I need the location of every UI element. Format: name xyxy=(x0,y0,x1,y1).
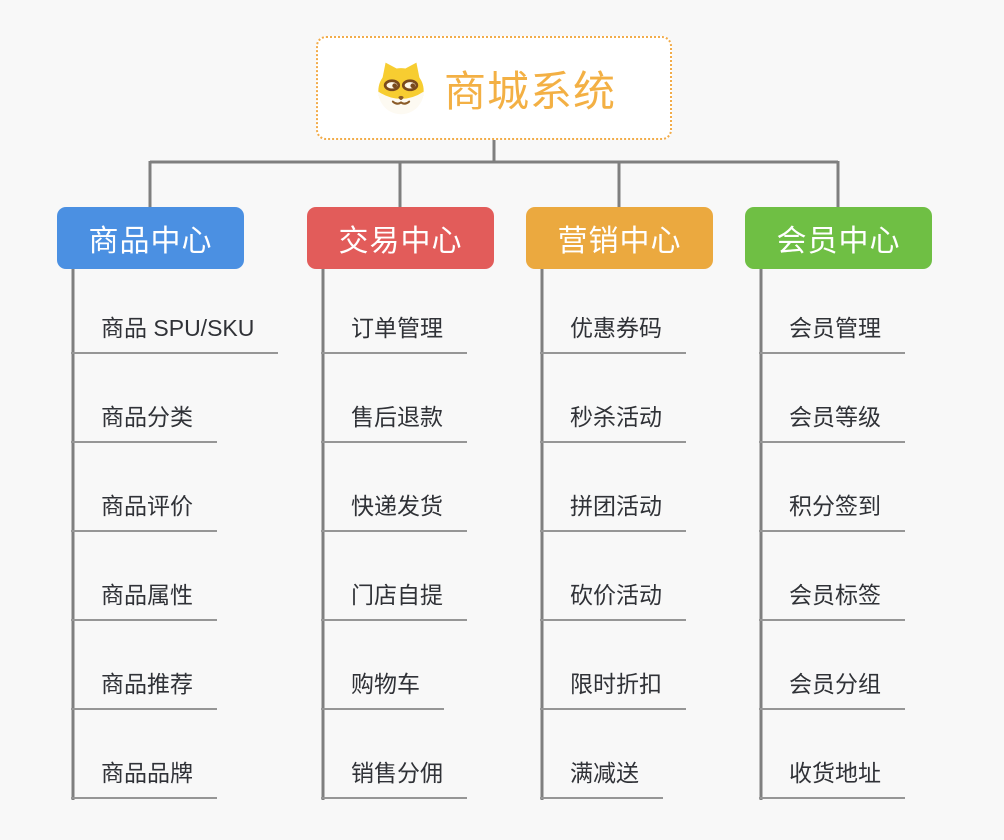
doge-icon xyxy=(372,59,430,117)
leaf-node[interactable]: 积分签到 xyxy=(759,491,905,532)
leaf-node[interactable]: 会员管理 xyxy=(759,313,905,354)
root-node[interactable]: 商城系统 xyxy=(316,36,672,140)
branch-label: 营销中心 xyxy=(557,225,682,258)
leaf-node[interactable]: 秒杀活动 xyxy=(540,402,686,443)
leaf-node[interactable]: 快递发货 xyxy=(321,491,467,532)
leaf-node[interactable]: 限时折扣 xyxy=(540,669,686,710)
branch-node-member-center[interactable]: 会员中心 xyxy=(745,207,932,269)
leaf-node[interactable]: 商品属性 xyxy=(71,580,217,621)
leaf-node[interactable]: 售后退款 xyxy=(321,402,467,443)
branch-label: 商品中心 xyxy=(88,225,213,258)
leaf-node[interactable]: 会员等级 xyxy=(759,402,905,443)
leaf-node[interactable]: 商品推荐 xyxy=(71,669,217,710)
leaf-node[interactable]: 优惠券码 xyxy=(540,313,686,354)
leaf-node[interactable]: 会员分组 xyxy=(759,669,905,710)
branch-label: 会员中心 xyxy=(776,225,901,258)
leaf-node[interactable]: 拼团活动 xyxy=(540,491,686,532)
leaf-node[interactable]: 订单管理 xyxy=(321,313,467,354)
branch-node-product-center[interactable]: 商品中心 xyxy=(57,207,244,269)
leaf-node[interactable]: 门店自提 xyxy=(321,580,467,621)
branch-node-marketing-center[interactable]: 营销中心 xyxy=(526,207,713,269)
leaf-node[interactable]: 收货地址 xyxy=(759,758,905,799)
root-title: 商城系统 xyxy=(443,67,616,115)
leaf-node[interactable]: 商品品牌 xyxy=(71,758,217,799)
leaf-node[interactable]: 商品评价 xyxy=(71,491,217,532)
branch-node-trade-center[interactable]: 交易中心 xyxy=(307,207,494,269)
leaf-node[interactable]: 销售分佣 xyxy=(321,758,467,799)
branch-label: 交易中心 xyxy=(338,225,463,258)
leaf-node[interactable]: 购物车 xyxy=(321,669,444,710)
leaf-node[interactable]: 满减送 xyxy=(540,758,663,799)
leaf-node[interactable]: 砍价活动 xyxy=(540,580,686,621)
leaf-node[interactable]: 会员标签 xyxy=(759,580,905,621)
leaf-node[interactable]: 商品 SPU/SKU xyxy=(71,313,279,354)
leaf-node[interactable]: 商品分类 xyxy=(71,402,217,443)
